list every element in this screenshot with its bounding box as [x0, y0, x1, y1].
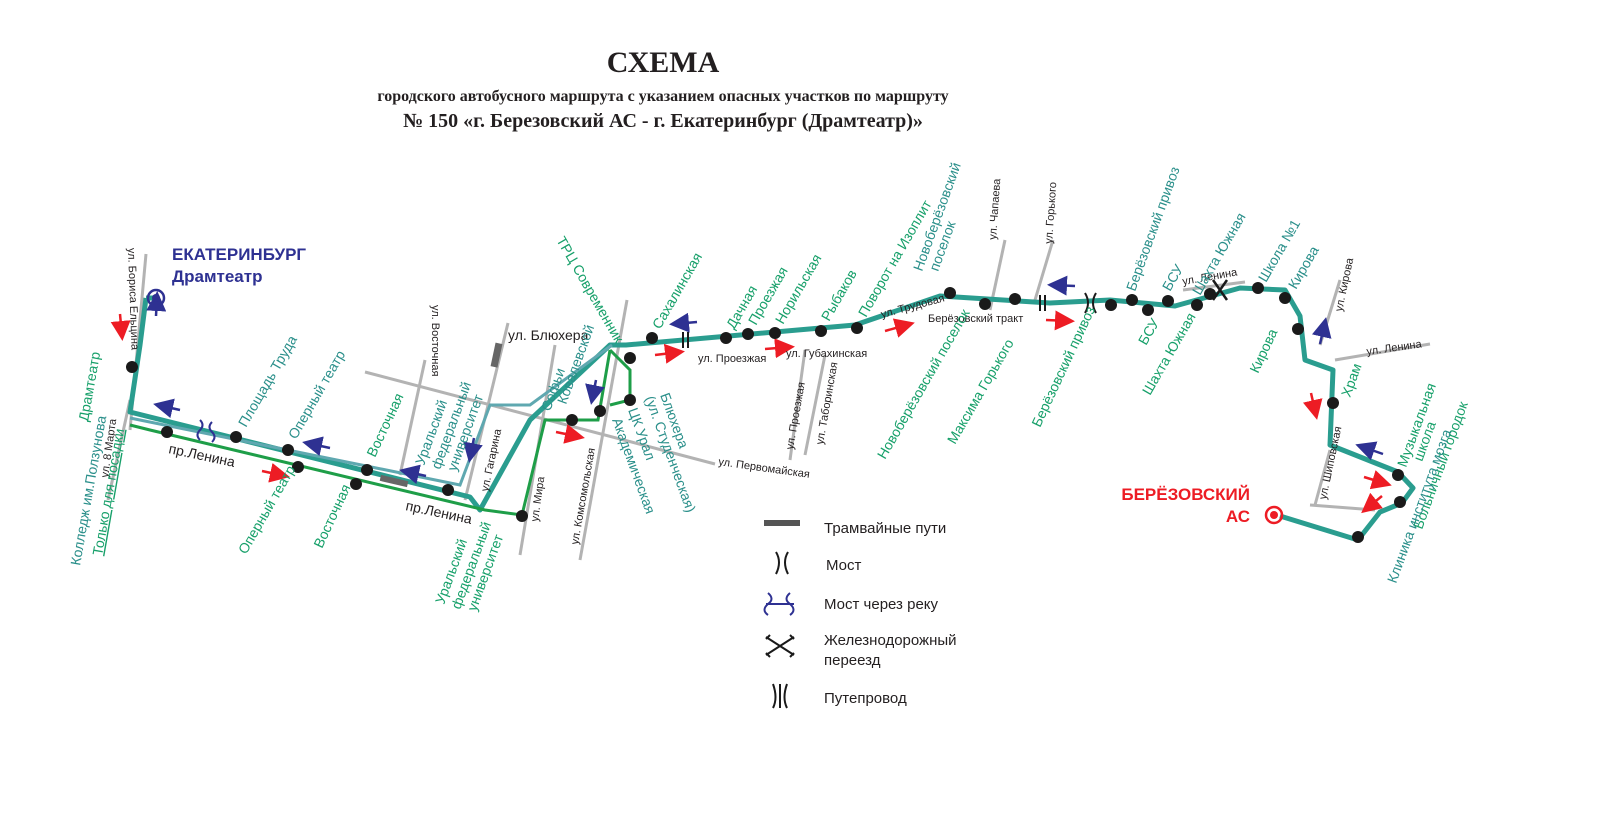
street-lenina-ber-2: ул. Ленина	[1366, 338, 1424, 358]
stop-kirova-bottom: Кирова	[1246, 326, 1280, 375]
street-gagarina: ул. Гагарина	[479, 427, 504, 493]
stop-khram: Храм	[1338, 361, 1365, 399]
street-proezzhaya-h: ул. Проезжая	[698, 353, 766, 365]
street-taborinskaya: ул. Таборинская	[814, 361, 840, 445]
ber-city-label: БЕРЁЗОВСКИЙ	[1121, 485, 1250, 504]
street-ber-trakt: Берёзовский тракт	[928, 313, 1023, 325]
stop-ber-privoz-bottom: Берёзовский привоз	[1028, 304, 1098, 430]
bridge-legend-icon	[775, 551, 789, 575]
river-bridge-legend-icon	[763, 592, 795, 616]
stop-operny-bottom: Оперный театр	[235, 462, 299, 556]
stops	[126, 282, 1406, 543]
stop-labels: Драмтеатр Колледж им.Ползунова Только дл…	[67, 160, 1471, 613]
stop-vostochnaya-top: Восточная	[363, 391, 406, 460]
river-bridge-on-route	[196, 419, 216, 443]
street-pervomayskaya: ул. Первомайская	[718, 456, 811, 481]
tram-legend-icon	[764, 520, 800, 526]
stop-vostochnaya-bottom: Восточная	[310, 482, 353, 551]
legend: Трамвайные пути Мост Мост через реку Жел…	[763, 520, 957, 709]
street-kirova: ул. Кирова	[1333, 256, 1356, 313]
street-komsomolskaya: ул. Комсомольская	[569, 447, 598, 545]
ekb-city-label: ЕКАТЕРИНБУРГ	[172, 245, 306, 264]
stop-rybakov: Рыбаков	[818, 267, 860, 324]
stop-maksima: Максима Горького	[944, 336, 1017, 447]
legend-bridge: Мост	[826, 557, 862, 574]
street-chapaeva: ул. Чапаева	[987, 177, 1003, 240]
stop-bsu-bottom: БСУ	[1135, 316, 1163, 348]
stop-operny-top: Оперный театр	[285, 347, 349, 441]
street-shipovskaya: ул. Шиповская	[1317, 425, 1344, 500]
legend-tram: Трамвайные пути	[824, 520, 946, 537]
overpass-on-route	[682, 295, 1046, 348]
street-vostochnaya: ул. Восточная	[429, 305, 441, 376]
ekb-stop-label: Драмтеатр	[172, 267, 262, 286]
legend-overpass: Путепровод	[824, 690, 907, 707]
rail-crossing-legend-icon	[765, 634, 795, 658]
bridge-on-route	[1084, 292, 1097, 314]
street-lenina-2: пр.Ленина	[404, 497, 473, 527]
stop-kirova-top: Кирова	[1285, 243, 1322, 292]
street-proezzhaya-v: ул. Проезжая	[784, 381, 808, 450]
stop-ploshchad-truda: Площадь Труда	[235, 332, 300, 429]
street-gubakhinskaya: ул. Губахинская	[786, 348, 867, 360]
street-blyukhera: ул. Блюхера	[508, 327, 589, 343]
route-name: № 150 «г. Березовский АС - г. Екатеринбу…	[403, 110, 923, 132]
legend-river-bridge: Мост через реку	[824, 596, 939, 613]
street-gorkogo: ул. Горького	[1043, 182, 1059, 245]
ekb-terminal	[146, 288, 166, 308]
map-title: СХЕМА	[607, 46, 720, 79]
legend-rail-1: Железнодорожный	[824, 632, 957, 649]
ber-terminal	[1264, 505, 1284, 525]
stop-sakhalinskaya: Сахалинская	[649, 250, 705, 332]
legend-rail-2: переезд	[824, 652, 881, 669]
map-subtitle: городского автобусного маршрута с указан…	[377, 88, 948, 105]
overpass-legend-icon	[772, 683, 788, 709]
street-lenina-1: пр.Ленина	[167, 440, 236, 470]
street-eltsina: ул. Бориса Ельцина	[125, 248, 141, 351]
stop-dramteatr: Драмтеатр	[75, 350, 103, 422]
ber-stop-label: АС	[1226, 507, 1250, 526]
